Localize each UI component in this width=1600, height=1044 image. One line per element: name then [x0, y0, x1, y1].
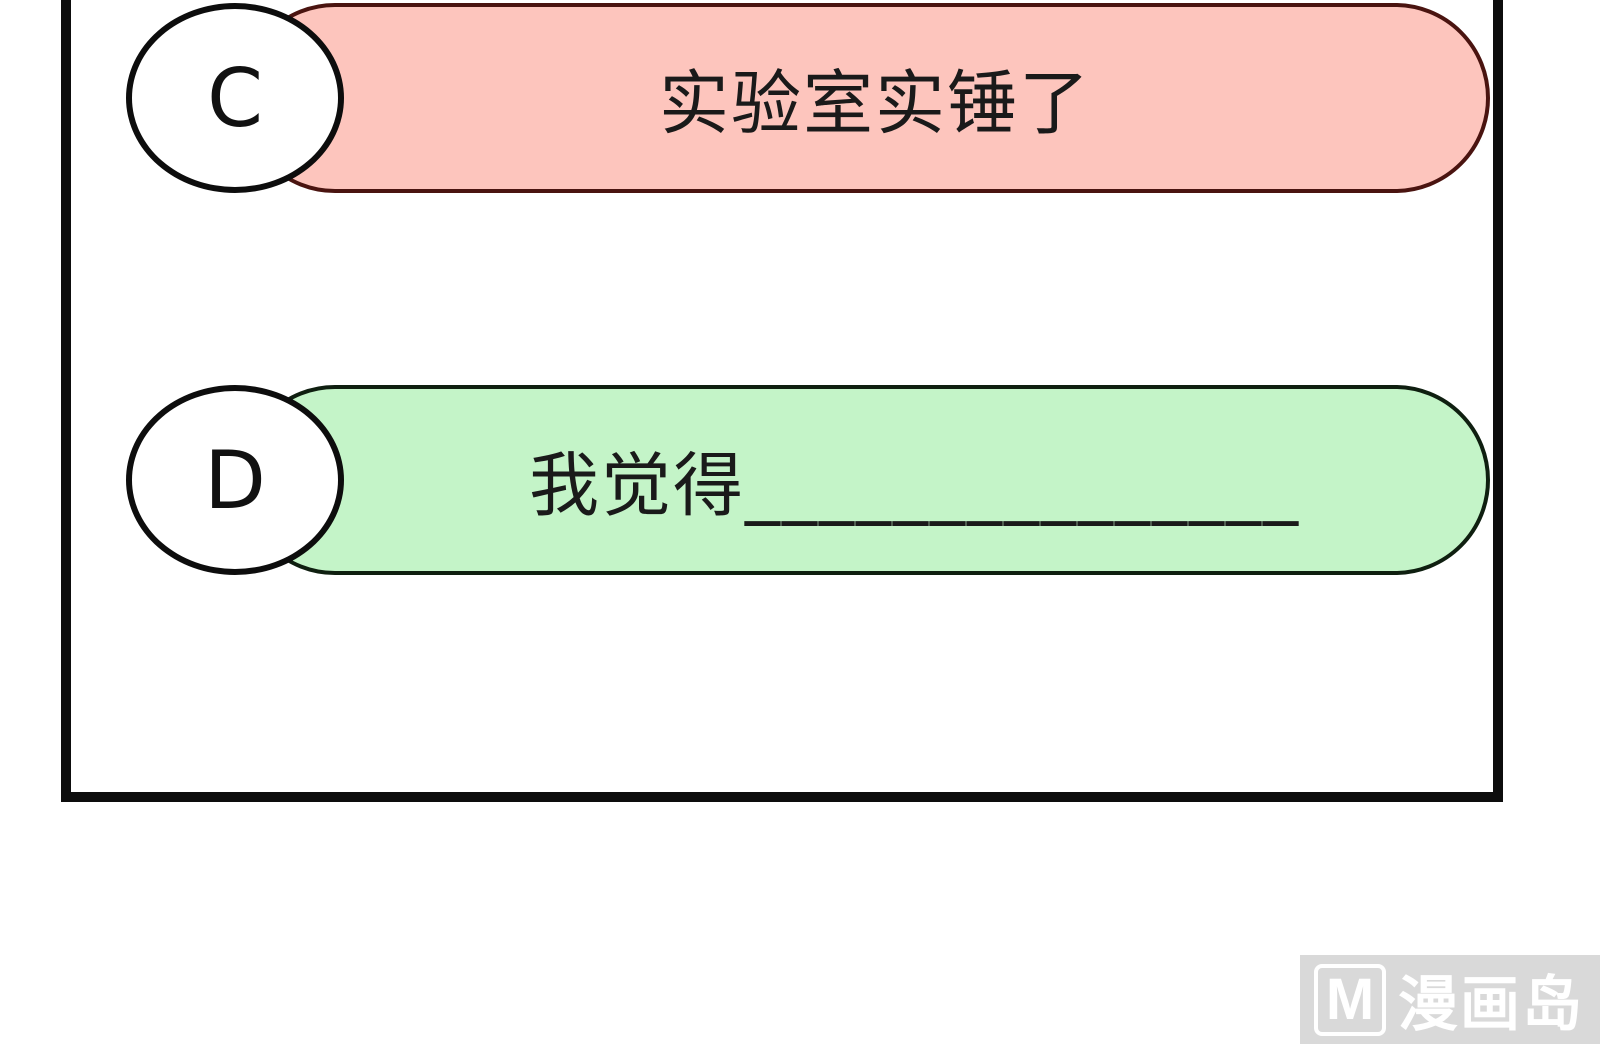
option-d-button[interactable]: 我觉得_______________: [240, 385, 1490, 575]
watermark-logo-icon: M: [1314, 963, 1386, 1036]
watermark: M 漫画岛: [1300, 955, 1600, 1044]
watermark-text: 漫画岛: [1398, 970, 1584, 1040]
option-d-text: 我觉得_______________: [529, 444, 1300, 527]
option-c-text: 实验室实锤了: [659, 62, 1091, 145]
option-d-letter-badge[interactable]: D: [126, 385, 344, 575]
option-c-letter-badge[interactable]: C: [126, 3, 344, 193]
option-c-button[interactable]: 实验室实锤了: [240, 3, 1490, 193]
